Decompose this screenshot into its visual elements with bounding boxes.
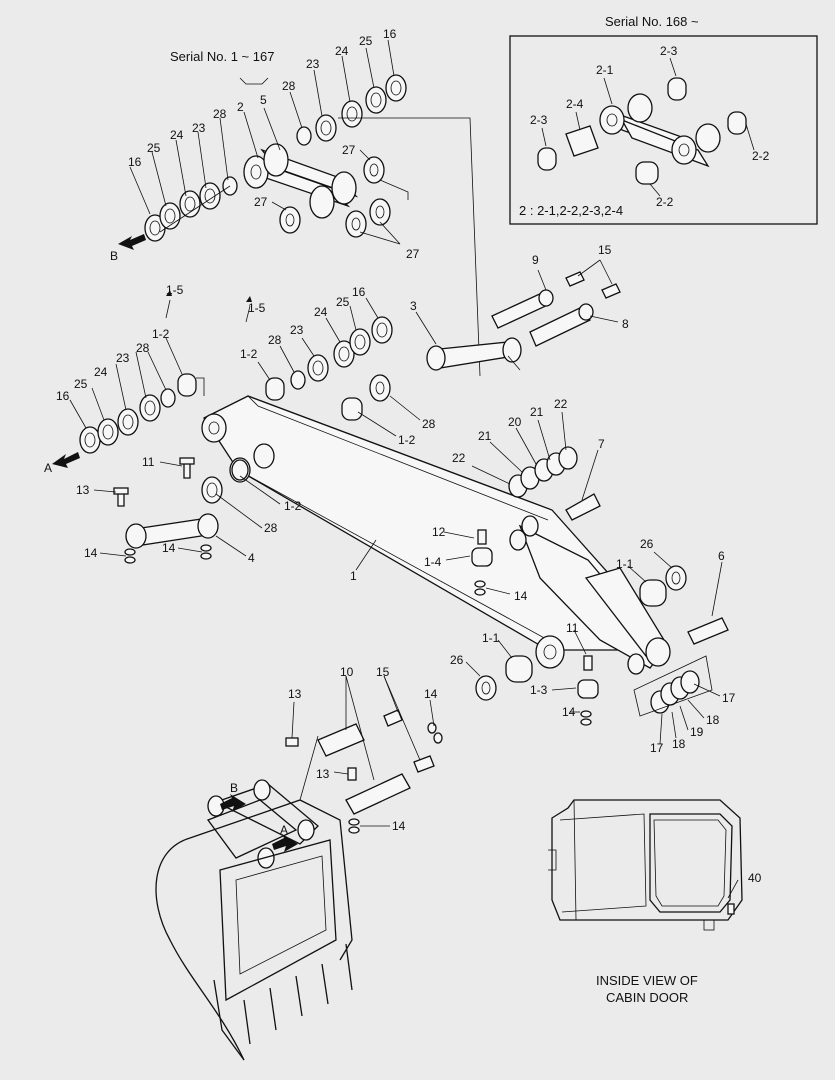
callout-label: 11 bbox=[566, 621, 579, 635]
callout-label: 27 bbox=[406, 247, 420, 261]
callout-label: 24 bbox=[94, 365, 108, 379]
callout-label: 1-2 bbox=[398, 433, 416, 447]
callout-label: 6 bbox=[718, 549, 725, 563]
callout-label: 2-1 bbox=[596, 63, 614, 77]
callout-label: 13 bbox=[288, 687, 302, 701]
callout-label: 1-1 bbox=[616, 557, 634, 571]
callout-label: 17 bbox=[650, 741, 664, 755]
bucket-assembly bbox=[155, 709, 443, 1061]
callout-label: 14 bbox=[562, 705, 576, 719]
callout-label: 18 bbox=[706, 713, 720, 727]
callout-label: 1-1 bbox=[482, 631, 500, 645]
callout-label: 20 bbox=[508, 415, 522, 429]
callout-label: 1-5 bbox=[248, 301, 266, 315]
callout-label: 1-4 bbox=[424, 555, 442, 569]
callout-label: 12 bbox=[432, 525, 446, 539]
cabin-door-view bbox=[548, 799, 743, 931]
callout-label: 28 bbox=[213, 107, 227, 121]
callout-label: 25 bbox=[74, 377, 88, 391]
cabin-caption-line2: CABIN DOOR bbox=[606, 990, 688, 1005]
callout-label: 16 bbox=[56, 389, 70, 403]
callout-label: 7 bbox=[598, 437, 605, 451]
callout-label: 1-3 bbox=[530, 683, 548, 697]
callout-label: 28 bbox=[282, 79, 296, 93]
callout-label: 28 bbox=[422, 417, 436, 431]
callout-label: 28 bbox=[136, 341, 150, 355]
callout-label: 2-3 bbox=[660, 44, 678, 58]
callout-label: 2-2 bbox=[656, 195, 674, 209]
upper-linkage bbox=[118, 74, 481, 377]
callout-label: 24 bbox=[335, 44, 349, 58]
callout-label: 25 bbox=[147, 141, 161, 155]
inset-serial-168 bbox=[509, 35, 818, 225]
callout-label: 22 bbox=[554, 397, 568, 411]
callout-label: 40 bbox=[748, 871, 762, 885]
callout-label: 14 bbox=[514, 589, 528, 603]
callout-label: 2-3 bbox=[530, 113, 548, 127]
callout-label: 23 bbox=[192, 121, 206, 135]
leader-lines bbox=[69, 39, 723, 827]
cabin-caption-line1: INSIDE VIEW OF bbox=[596, 973, 698, 988]
boom-arm bbox=[113, 271, 729, 726]
serial-new-caption: Serial No. 168 ~ bbox=[605, 14, 699, 29]
callout-label: 3 bbox=[410, 299, 417, 313]
callout-label: 23 bbox=[306, 57, 320, 71]
callout-label: 28 bbox=[264, 521, 278, 535]
callout-label: 17 bbox=[722, 691, 736, 705]
callout-label: 14 bbox=[84, 546, 98, 560]
callout-label: 14 bbox=[162, 541, 176, 555]
callout-label: 19 bbox=[690, 725, 704, 739]
callout-label: 10 bbox=[340, 665, 354, 679]
callout-label: A bbox=[280, 823, 288, 837]
callout-label: 25 bbox=[359, 34, 373, 48]
callout-label: 26 bbox=[640, 537, 654, 551]
callout-label: 2-2 bbox=[752, 149, 770, 163]
callout-label: B bbox=[110, 249, 118, 263]
callout-label: 23 bbox=[116, 351, 130, 365]
callout-label: 21 bbox=[478, 429, 492, 443]
serial-old-caption: Serial No. 1 ~ 167 bbox=[170, 49, 274, 64]
callout-label: 14 bbox=[392, 819, 406, 833]
callout-label: 2 bbox=[237, 100, 244, 114]
callout-label: 26 bbox=[450, 653, 464, 667]
callout-label: 27 bbox=[342, 143, 356, 157]
callout-label: 1-5 bbox=[166, 283, 184, 297]
callout-label: 15 bbox=[376, 665, 390, 679]
callout-label: 1 bbox=[350, 569, 357, 583]
callout-label: 16 bbox=[383, 27, 397, 41]
callout-label: 1-2 bbox=[284, 499, 302, 513]
callout-label: 21 bbox=[530, 405, 544, 419]
callout-label: 13 bbox=[76, 483, 90, 497]
callout-label: 14 bbox=[424, 687, 438, 701]
callout-label: 16 bbox=[128, 155, 142, 169]
callout-label: 18 bbox=[672, 737, 686, 751]
inset-note: 2 : 2-1,2-2,2-3,2-4 bbox=[519, 203, 623, 218]
callout-label: 11 bbox=[142, 455, 155, 469]
callout-label: 24 bbox=[170, 128, 184, 142]
callout-label: 8 bbox=[622, 317, 629, 331]
callout-label: 5 bbox=[260, 93, 267, 107]
callout-label: 25 bbox=[336, 295, 350, 309]
callout-label: 13 bbox=[316, 767, 330, 781]
callout-label: 15 bbox=[598, 243, 612, 257]
callout-label: 24 bbox=[314, 305, 328, 319]
callout-label: 1-2 bbox=[152, 327, 170, 341]
callout-label: 4 bbox=[248, 551, 255, 565]
callout-label: B bbox=[230, 781, 238, 795]
boom-left-hardware bbox=[52, 290, 393, 468]
callout-label: 2-4 bbox=[566, 97, 584, 111]
callout-label: 9 bbox=[532, 253, 539, 267]
callout-label: 22 bbox=[452, 451, 466, 465]
callout-label: 16 bbox=[352, 285, 366, 299]
callout-label: 28 bbox=[268, 333, 282, 347]
callout-label: 27 bbox=[254, 195, 268, 209]
callout-label: A bbox=[44, 461, 52, 475]
callout-label: 1-2 bbox=[240, 347, 258, 361]
callout-labels: 16 25 24 23 28 2 5 28 23 24 25 16 27 27 … bbox=[44, 27, 770, 885]
callout-label: 23 bbox=[290, 323, 304, 337]
